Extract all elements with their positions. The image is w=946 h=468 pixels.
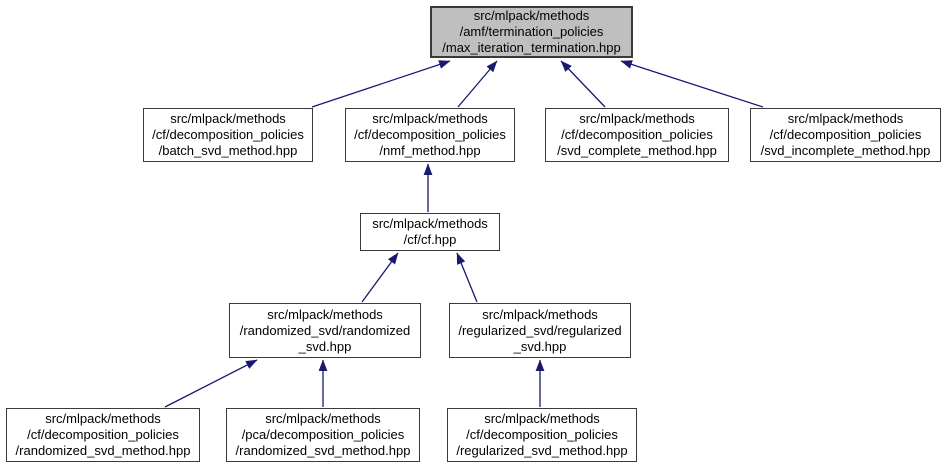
node-label-line: /max_iteration_termination.hpp — [442, 40, 621, 55]
node-label-line: /cf/decomposition_policies — [561, 127, 713, 142]
graph-node-cf_randomized_svd_method[interactable]: src/mlpack/methods/cf/decomposition_poli… — [6, 408, 200, 462]
node-label-line: src/mlpack/methods — [267, 306, 383, 322]
graph-node-max_iteration_termination[interactable]: src/mlpack/methods/amf/termination_polic… — [430, 6, 633, 58]
node-label-line: src/mlpack/methods — [170, 111, 286, 126]
graph-node-cf_regularized_svd_method[interactable]: src/mlpack/methods/cf/decomposition_poli… — [447, 408, 637, 462]
node-label-line: /cf/decomposition_policies — [27, 427, 179, 442]
node-label-line: /cf/cf.hpp — [403, 232, 457, 247]
node-label-line: /batch_svd_method.hpp — [158, 143, 298, 158]
node-label-line: src/mlpack/methods — [787, 111, 904, 126]
edge-cf_randomized_svd_method-to-randomized_svd — [164, 359, 258, 408]
graph-node-svd_incomplete_method[interactable]: src/mlpack/methods/cf/decomposition_poli… — [750, 108, 941, 162]
node-label-line: /randomized_svd_method.hpp — [235, 443, 411, 458]
node-label-line: src/mlpack/methods — [372, 216, 488, 231]
node-label-line: _svd.hpp — [513, 338, 567, 354]
node-label-line: src/mlpack/methods — [372, 111, 488, 126]
node-label-line: /svd_incomplete_method.hpp — [760, 143, 931, 158]
graph-node-pca_randomized_svd_method[interactable]: src/mlpack/methods/pca/decomposition_pol… — [226, 408, 420, 462]
graph-node-regularized_svd[interactable]: src/mlpack/methods/regularized_svd/regul… — [449, 303, 631, 358]
node-label-line: _svd.hpp — [298, 338, 352, 354]
node-label-line: src/mlpack/methods — [482, 306, 598, 322]
edge-svd_incomplete_method-to-max_iteration_termination — [620, 60, 764, 108]
edge-svd_complete_method-to-max_iteration_termination — [560, 60, 606, 108]
node-label-line: src/mlpack/methods — [484, 411, 600, 426]
graph-node-cf[interactable]: src/mlpack/methods/cf/cf.hpp — [360, 213, 500, 251]
node-label-line: /cf/decomposition_policies — [466, 427, 618, 442]
node-label-line: /svd_complete_method.hpp — [557, 143, 717, 158]
node-label-line: /nmf_method.hpp — [379, 143, 481, 158]
node-label-line: /randomized_svd_method.hpp — [15, 443, 191, 458]
edge-randomized_svd-to-cf — [361, 252, 399, 303]
node-label-line: /pca/decomposition_policies — [241, 427, 405, 442]
node-label-line: /randomized_svd/randomized — [239, 322, 411, 338]
node-label-line: /regularized_svd_method.hpp — [456, 443, 628, 458]
graph-node-svd_complete_method[interactable]: src/mlpack/methods/cf/decomposition_poli… — [545, 108, 729, 162]
graph-node-batch_svd_method[interactable]: src/mlpack/methods/cf/decomposition_poli… — [143, 108, 313, 162]
node-label-line: src/mlpack/methods — [265, 411, 381, 426]
edge-regularized_svd-to-cf — [456, 252, 478, 303]
graph-node-randomized_svd[interactable]: src/mlpack/methods/randomized_svd/random… — [229, 303, 421, 358]
node-label-line: /amf/termination_policies — [459, 24, 604, 39]
node-label-line: /regularized_svd/regularized — [458, 322, 622, 338]
node-label-line: src/mlpack/methods — [473, 8, 590, 23]
edge-batch_svd_method-to-max_iteration_termination — [311, 60, 451, 108]
node-label-line: /cf/decomposition_policies — [152, 127, 304, 142]
node-label-line: src/mlpack/methods — [579, 111, 695, 126]
edge-nmf_method-to-max_iteration_termination — [457, 60, 498, 108]
graph-node-nmf_method[interactable]: src/mlpack/methods/cf/decomposition_poli… — [345, 108, 515, 162]
node-label-line: /cf/decomposition_policies — [769, 127, 922, 142]
node-label-line: src/mlpack/methods — [45, 411, 161, 426]
node-label-line: /cf/decomposition_policies — [354, 127, 506, 142]
